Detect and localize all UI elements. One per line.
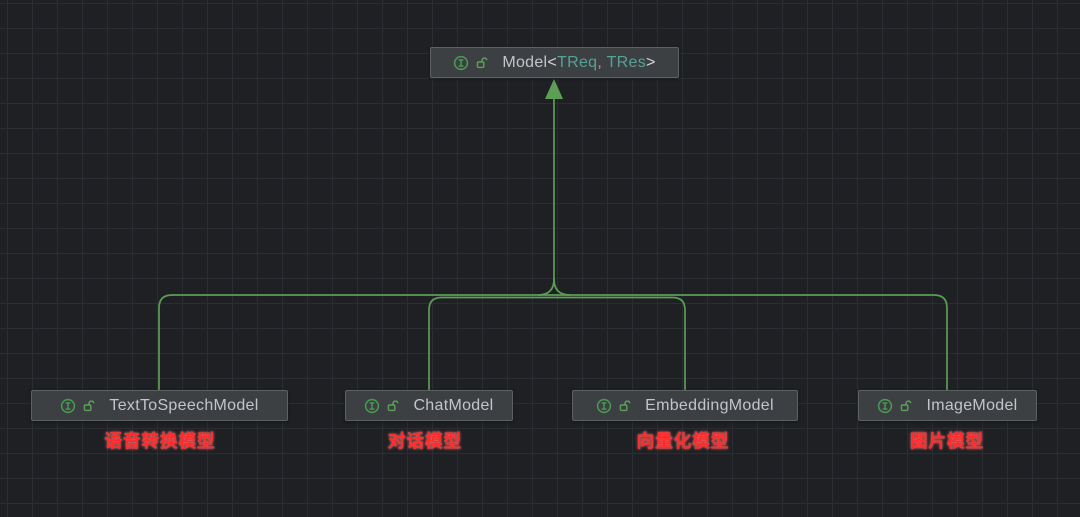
edge-trunk-flare-left <box>537 278 555 296</box>
type-param-separator: , <box>597 53 607 71</box>
interface-icon <box>60 398 76 414</box>
edge-outer-bus <box>158 294 948 390</box>
interface-icon <box>877 398 893 414</box>
class-name: Model <box>502 53 548 71</box>
node-model[interactable]: Model<TReq, TRes> <box>430 47 679 78</box>
node-embeddingmodel[interactable]: EmbeddingModel <box>572 390 798 421</box>
inheritance-arrow-icon <box>545 79 563 99</box>
annotation-chat: 对话模型 <box>388 431 462 451</box>
annotation-image: 图片模型 <box>910 431 984 451</box>
interface-icon <box>453 55 469 71</box>
type-param-1: TReq <box>557 53 598 71</box>
node-chatmodel[interactable]: ChatModel <box>345 390 513 421</box>
type-param-2: TRes <box>606 53 647 71</box>
unlocked-padlock-icon <box>900 399 913 412</box>
edge-inner-bus <box>428 296 686 390</box>
node-texttospeechmodel[interactable]: TextToSpeechModel <box>31 390 288 421</box>
node-title: EmbeddingModel <box>645 396 774 414</box>
node-title: TextToSpeechModel <box>109 396 259 414</box>
generic-close: > <box>646 53 656 71</box>
unlocked-padlock-icon <box>387 399 400 412</box>
interface-icon <box>364 398 380 414</box>
node-title: Model<TReq, TRes> <box>502 54 655 72</box>
node-imagemodel[interactable]: ImageModel <box>858 390 1037 421</box>
interface-icon <box>596 398 612 414</box>
generic-open: < <box>547 53 558 71</box>
unlocked-padlock-icon <box>83 399 96 412</box>
node-title: ChatModel <box>413 396 494 414</box>
annotation-embedding: 向量化模型 <box>636 431 730 451</box>
unlocked-padlock-icon <box>619 399 632 412</box>
node-title: ImageModel <box>926 396 1018 414</box>
edge-trunk-flare-right <box>553 278 571 296</box>
annotation-texttospeech: 语音转换模型 <box>104 431 216 451</box>
unlocked-padlock-icon <box>476 56 489 69</box>
